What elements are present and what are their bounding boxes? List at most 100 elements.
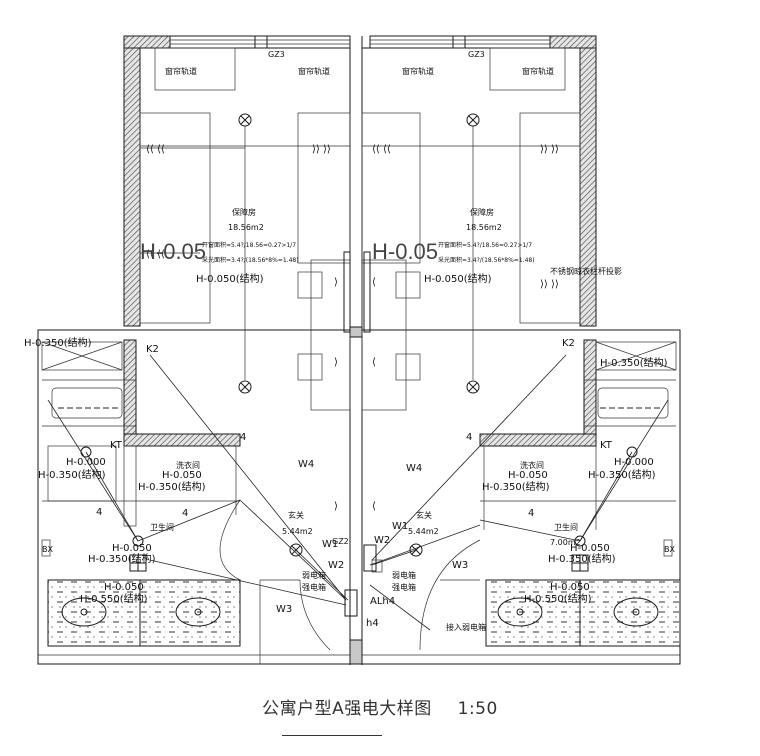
- light-icon: [466, 113, 480, 127]
- lower-right: [362, 341, 681, 656]
- window-code: GZ3: [468, 50, 485, 59]
- room-name: 玄关: [288, 510, 304, 520]
- drawing-title-text: 公寓户型A强电大样图: [262, 699, 432, 719]
- strong-box-label: 强电箱: [302, 582, 326, 592]
- struct-level: H-0.350(结构): [38, 468, 106, 481]
- window-code: GZ3: [268, 50, 285, 59]
- strong-box-label: 强电箱: [392, 582, 416, 592]
- room-name: 玄关: [416, 510, 432, 520]
- struct-level: H-0.350(结构): [138, 480, 206, 493]
- wall-left-top: [123, 35, 141, 327]
- room-area: 5.44m2: [408, 527, 439, 536]
- level-label: H-0.050: [550, 582, 590, 593]
- num-label: 4: [96, 507, 102, 518]
- k2-label: K2: [562, 338, 575, 349]
- circuit-w4: W4: [298, 459, 314, 470]
- panel-short: h4: [366, 618, 379, 629]
- level-label: H-0.000: [614, 457, 654, 468]
- k2-label: K2: [146, 344, 159, 355]
- room-area: 18.56m2: [466, 223, 502, 232]
- socket-icon: ⟨: [372, 277, 376, 288]
- light-icon: [238, 113, 252, 127]
- walls: [37, 35, 681, 665]
- level-label: H-0.050: [162, 470, 202, 481]
- struct-level: H-0.050(结构): [196, 272, 264, 285]
- circuit-w3: W3: [452, 560, 468, 571]
- struct-level: H-0.350(结构): [588, 468, 656, 481]
- num-label: 4: [528, 508, 534, 519]
- room-name: 卫生间: [554, 522, 578, 532]
- panel-id: ALh4: [370, 596, 395, 607]
- socket-icon: ⟨⟨ ⟨⟨: [372, 144, 391, 155]
- light-icon: [466, 380, 480, 394]
- toilet-icon: [175, 597, 221, 627]
- circuit-w4: W4: [406, 463, 422, 474]
- window-right: [369, 35, 551, 49]
- curtain-track-label: 窗帘轨道: [402, 66, 434, 76]
- room-area: 18.56m2: [228, 223, 264, 232]
- level-label: H-0.050: [570, 543, 610, 554]
- shower-floor-left: [47, 579, 241, 647]
- socket-icon: ⟩: [334, 357, 338, 368]
- window-left: [169, 35, 351, 49]
- distribution-panel[interactable]: [344, 589, 358, 617]
- struct-level: H-0.350(结构): [600, 356, 668, 369]
- fridge-tag: BX: [42, 545, 53, 554]
- column-bottom: [349, 639, 363, 665]
- struct-level: H-0.350(结构): [24, 336, 92, 349]
- room-name: 卫生间: [150, 522, 174, 532]
- socket-icon: ⟨⟨ ⟨⟨: [146, 144, 165, 155]
- socket-icon: ⟩: [334, 277, 338, 288]
- circuit-w2: W2: [328, 560, 344, 571]
- room-name: 洗衣间: [176, 460, 200, 470]
- room-name: 保障房: [232, 207, 256, 217]
- wiring: [47, 354, 669, 631]
- circuit-w2: W2: [374, 535, 390, 546]
- door-code: GZ2: [332, 537, 349, 546]
- light-icon: [238, 380, 252, 394]
- rail-note: 不锈钢晾衣栏杆投影: [550, 266, 622, 276]
- ac-label: KT: [110, 440, 123, 451]
- drawing-scale: 1:50: [457, 699, 498, 719]
- struct-level: H-0.350(结构): [482, 480, 550, 493]
- level-big: H-0.05: [140, 239, 206, 264]
- socket-icon: ⟩⟩ ⟩⟩: [540, 279, 559, 290]
- toilet-icon: [613, 597, 659, 627]
- ceiling-lights: [80, 113, 638, 557]
- distribution-panel[interactable]: [363, 544, 377, 572]
- fridge-tag: BX: [664, 545, 675, 554]
- window-ratio: 开窗面积=5.4?/18.56=0.27>1/7: [202, 241, 296, 249]
- curtain-track-label: 窗帘轨道: [165, 66, 197, 76]
- circuit-w1: W1: [392, 521, 408, 532]
- wall-right-top: [579, 35, 597, 327]
- toilet-icon: [61, 597, 107, 627]
- wall-left-laundry: [123, 433, 241, 447]
- bedroom-right: [361, 47, 581, 411]
- toilet-icon: [497, 597, 543, 627]
- wall-left-top-corner: [123, 35, 171, 49]
- wall-right-mid: [583, 339, 597, 446]
- room-area: 7.00m2: [550, 538, 581, 547]
- bedroom-left: [139, 47, 351, 411]
- window-ratio: 开窗面积=5.4?/18.56=0.27>1/7: [438, 241, 532, 249]
- wall-right-laundry: [479, 433, 597, 447]
- curtain-track-label: 窗帘轨道: [522, 66, 554, 76]
- lower-left: [38, 341, 350, 664]
- labels: 窗帘轨道 窗帘轨道 窗帘轨道 窗帘轨道 GZ3 GZ3 保障房 18.56m2 …: [24, 50, 675, 632]
- num-label: 4: [466, 432, 472, 443]
- wall-left-mid: [123, 339, 137, 446]
- drawing-title: 公寓户型A强电大样图 1:50: [0, 694, 760, 719]
- struct-level: H-0.350(结构): [548, 552, 616, 565]
- socket-icon: ⟩⟩ ⟩⟩: [312, 144, 331, 155]
- light-ratio: 采光面积=3.4?/(18.56*8%=1.48): [438, 256, 535, 264]
- num-label: 4: [240, 432, 246, 443]
- struct-level: H-0.550(结构): [524, 592, 592, 605]
- title-underline: [282, 735, 382, 736]
- struct-level: H-0.050(结构): [424, 272, 492, 285]
- struct-level: H-0.550(结构): [80, 592, 148, 605]
- level-label: H-0.050: [112, 543, 152, 554]
- level-label: H-0.050: [104, 582, 144, 593]
- struct-level: H-0.350(结构): [88, 552, 156, 565]
- curtain-track-label: 窗帘轨道: [298, 66, 330, 76]
